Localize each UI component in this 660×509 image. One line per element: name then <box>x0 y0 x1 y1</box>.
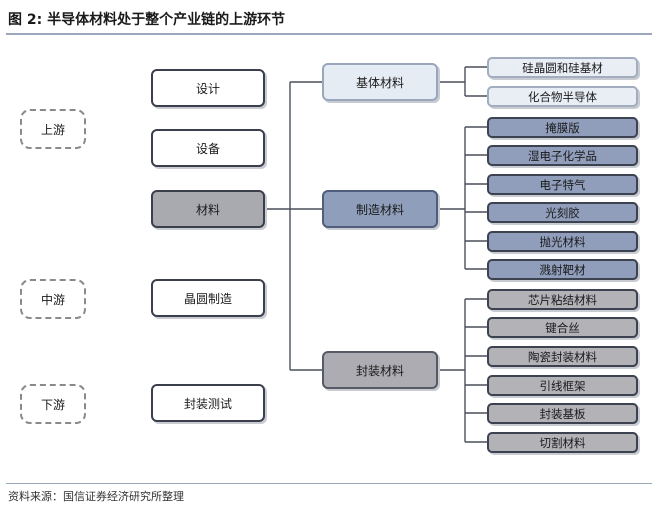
item-manufacturing-4: 抛光材料 <box>487 231 638 252</box>
category-base-materials: 基体材料 <box>322 63 438 101</box>
footer-divider <box>6 483 652 484</box>
stage-midstream: 中游 <box>20 279 86 319</box>
stage-upstream: 上游 <box>20 109 86 149</box>
item-packaging-1: 键合丝 <box>487 317 638 338</box>
node-wafer-manufacturing: 晶圆制造 <box>151 279 265 317</box>
figure-title: 图 2: 半导体材料处于整个产业链的上游环节 <box>8 12 286 28</box>
node-materials: 材料 <box>151 190 265 228</box>
source-note: 资料来源：国信证券经济研究所整理 <box>8 490 184 503</box>
title-divider <box>6 33 652 35</box>
item-manufacturing-5: 溅射靶材 <box>487 259 638 280</box>
node-packaging-test: 封装测试 <box>151 384 265 422</box>
item-base-0: 硅晶圆和硅基材 <box>487 57 638 78</box>
item-packaging-5: 切割材料 <box>487 432 638 453</box>
item-base-1: 化合物半导体 <box>487 86 638 107</box>
item-manufacturing-1: 湿电子化学品 <box>487 145 638 166</box>
category-packaging-materials: 封装材料 <box>322 351 438 389</box>
item-packaging-4: 封装基板 <box>487 403 638 424</box>
item-packaging-2: 陶瓷封装材料 <box>487 346 638 367</box>
item-manufacturing-3: 光刻胶 <box>487 202 638 223</box>
node-design: 设计 <box>151 69 265 107</box>
item-manufacturing-0: 掩膜版 <box>487 117 638 138</box>
item-manufacturing-2: 电子特气 <box>487 174 638 195</box>
stage-downstream: 下游 <box>20 384 86 424</box>
item-packaging-0: 芯片粘结材料 <box>487 289 638 310</box>
category-manufacturing-materials: 制造材料 <box>322 190 438 228</box>
node-equipment: 设备 <box>151 129 265 167</box>
item-packaging-3: 引线框架 <box>487 375 638 396</box>
